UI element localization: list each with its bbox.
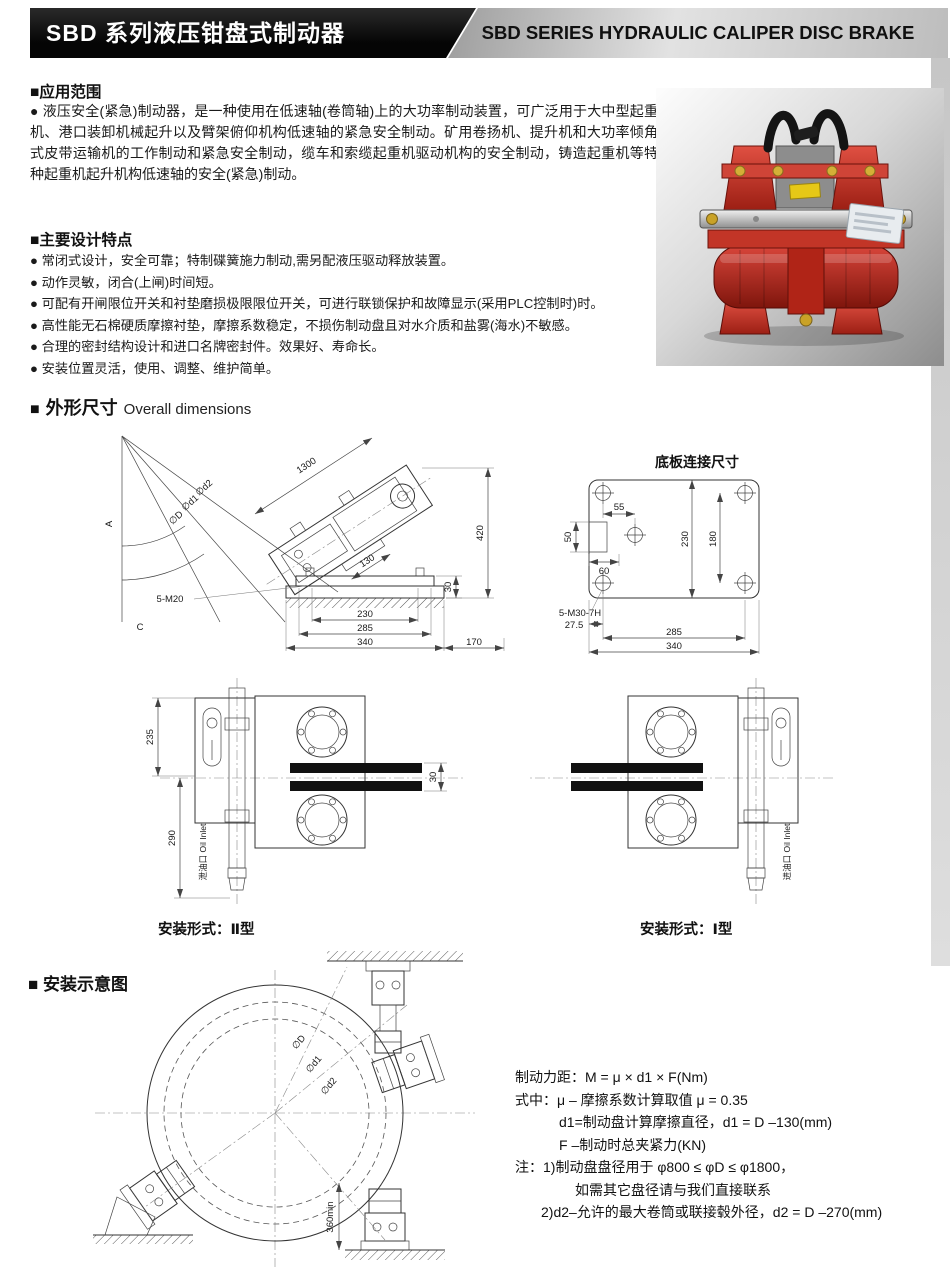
installation-heading: ■ 安装示意图 [28, 975, 128, 994]
formula-line: 式中：μ – 摩擦系数计算取值 μ = 0.35 [515, 1091, 748, 1108]
dim-130: 130 [358, 552, 377, 570]
drain-port-label: 泄油口 Oil Inlet [198, 823, 208, 880]
installation-schematic: ∅D ∅d1 ∅d2 [55, 945, 535, 1274]
dim-340: 340 [666, 641, 682, 652]
dim-60: 60 [599, 566, 610, 577]
formula-line: 如需其它盘径请与我们直接联系 [575, 1181, 771, 1198]
label-dia-D: ∅D [290, 1033, 308, 1052]
brake-disc-circle [146, 984, 404, 1242]
label-dia-d2: ∅d2 [319, 1076, 340, 1098]
base-plate-outline [588, 479, 760, 599]
base-plate-title: 底板连接尺寸 [655, 454, 739, 470]
bolt-holes [592, 482, 756, 594]
dim-label-dia-d2: ∅d2 [194, 478, 215, 499]
dim-label-dia-D: ∅D [167, 509, 186, 527]
brake-body-tilted: 130 [266, 464, 434, 596]
dim-50: 50 [563, 532, 574, 543]
angle-fan [121, 435, 339, 623]
dim-label-A: A [104, 520, 115, 527]
dim-230: 230 [357, 609, 373, 620]
dim-55: 55 [614, 502, 625, 513]
d2-circle [180, 1018, 370, 1208]
features-list: ● 常闭式设计，安全可靠；特制碟簧施力制动,需另配液压驱动释放装置。 ● 动作灵… [30, 250, 670, 379]
formula-line: d1=制动盘计算摩擦直径，d1 = D –130(mm) [559, 1114, 833, 1130]
page-title-cn: SBD 系列液压钳盘式制动器 [46, 20, 345, 46]
header-cn-band: SBD 系列液压钳盘式制动器 [30, 8, 476, 58]
dim-420: 420 [475, 525, 486, 541]
formula-line: 2)d2–允许的最大卷筒或联接毂外径，d2 = D –270(mm) [541, 1204, 883, 1220]
caption-type2: 安装形式：Ⅱ型 [158, 922, 255, 938]
overall-dimensions-title-cn: 外形尺寸 [45, 398, 118, 418]
features-heading: ■主要设计特点 [30, 232, 133, 249]
section-square-marker: ■ [30, 401, 40, 418]
plate-step-detail [589, 521, 608, 553]
dim-180: 180 [708, 531, 719, 547]
header-en-band: SBD SERIES HYDRAULIC CALIPER DISC BRAKE [448, 8, 948, 58]
feature-item: ● 常闭式设计，安全可靠；特制碟簧施力制动,需另配液压驱动释放装置。 [30, 253, 455, 268]
base-plate-drawing: 55 50 60 230 180 5-M30-7H 27.5 285 [552, 472, 842, 672]
feature-item: ● 动作灵敏，闭合(上闸)时间短。 [30, 274, 222, 290]
feature-item: ● 合理的密封结构设计和进口名牌密封件。效果好、寿命长。 [30, 339, 385, 354]
page-title-en: SBD SERIES HYDRAULIC CALIPER DISC BRAKE [481, 22, 915, 43]
dim-285: 285 [357, 623, 373, 634]
dim-170: 170 [466, 637, 482, 648]
dim-30-pads: 30 [428, 772, 439, 783]
feature-item: ● 安装位置灵活，使用、调整、维护简单。 [30, 360, 280, 376]
label-360min: 360min [325, 1201, 336, 1232]
application-body: ● 液压安全(紧急)制动器，是一种使用在低速轴(卷筒轴)上的大功率制动装置，可广… [30, 103, 658, 182]
dim-235: 235 [145, 729, 156, 745]
brake-photo-illustration [656, 88, 944, 366]
bottom-caliper [345, 1188, 445, 1260]
top-mounted-caliper [327, 951, 463, 1054]
label-dia-d1: ∅d1 [304, 1054, 325, 1076]
braking-formula-notes: 制动力距：M = μ × d1 × F(Nm) 式中：μ – 摩擦系数计算取值 … [515, 1066, 945, 1224]
inlet-port-label: 进油口 Oil Inlet [782, 823, 792, 880]
caption-type1: 安装形式：Ⅰ型 [640, 922, 733, 938]
dim-30: 30 [443, 582, 454, 593]
dim-27-5: 27.5 [565, 620, 584, 631]
thread-label-5M30: 5-M30-7H [559, 608, 601, 619]
front-view-type2-drawing: 30 235 290 泄油口 Oil Inlet [140, 660, 475, 920]
red-brake-device [699, 109, 913, 335]
caliper-front-structure [160, 678, 465, 905]
dim-230: 230 [680, 531, 691, 547]
dim-label-C: C [137, 622, 144, 633]
dim-290: 290 [167, 830, 178, 846]
overall-dimensions-heading: ■ 外形尺寸 Overall dimensions [30, 394, 251, 420]
feature-item: ● 可配有开闸限位开关和衬垫磨损极限限位开关，可进行联锁保护和故障显示(采用PL… [30, 296, 604, 311]
formula-line: 注：1)制动盘盘径用于 φ800 ≤ φD ≤ φ1800， [515, 1159, 795, 1175]
overall-dimensions-title-en: Overall dimensions [123, 401, 252, 418]
dim-1300: 1300 [295, 456, 319, 477]
d1-circle [163, 1001, 387, 1225]
side-view-drawing: A C ∅D ∅d1 ∅d2 1300 130 [100, 424, 510, 669]
front-view-type1-drawing: 进油口 Oil Inlet [518, 660, 853, 920]
dim-285: 285 [666, 627, 682, 638]
thread-label-5M20: 5-M20 [157, 594, 184, 605]
application-heading: ■应用范围 [30, 84, 102, 101]
formula-line: 制动力距：M = μ × d1 × F(Nm) [515, 1069, 708, 1085]
product-photo [656, 88, 944, 366]
formula-line: F –制动时总夹紧力(KN) [559, 1136, 706, 1153]
dim-340: 340 [357, 637, 373, 648]
feature-item: ● 高性能无石棉硬质摩擦衬垫，摩擦系数稳定，不损伤制动盘且对水介质和盐雾(海水)… [30, 317, 578, 333]
base-assembly [285, 567, 445, 608]
bottom-left-caliper [93, 1159, 196, 1244]
right-caliper [371, 1033, 445, 1094]
